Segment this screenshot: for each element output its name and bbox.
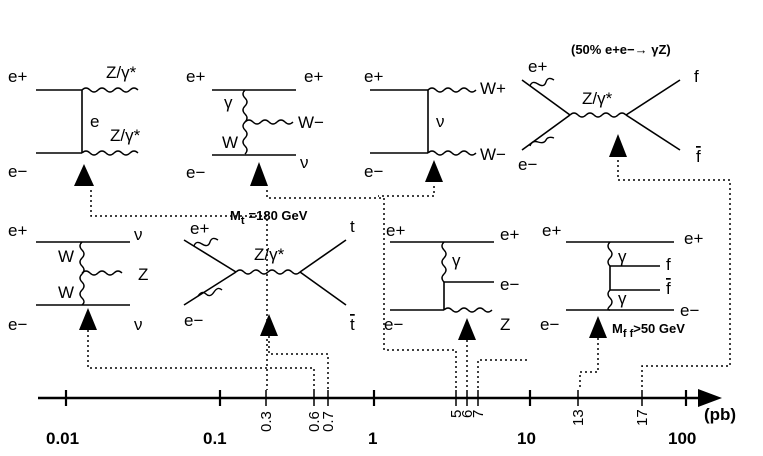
- label-e-minus-out: e−: [680, 301, 699, 320]
- arrow-up: [250, 162, 268, 186]
- arrow-up: [425, 160, 443, 182]
- label-e-plus: e+: [528, 57, 547, 76]
- value-tick-label: 13: [570, 409, 587, 426]
- label-neutrino: ν: [134, 315, 143, 334]
- label-propagator: ν: [436, 112, 445, 131]
- label-z-gamma: Z/γ*: [106, 63, 137, 82]
- label-e-plus: e+: [386, 221, 405, 240]
- arrow-up: [74, 164, 94, 186]
- connector-schan: [617, 160, 731, 390]
- label-e-minus: e−: [540, 315, 559, 334]
- note-radiative-return: (50% e+e−→ γZ): [571, 42, 671, 57]
- label-neutrino: ν: [134, 225, 143, 244]
- label-photon: γ: [224, 93, 233, 112]
- label-antifermion: f: [696, 147, 701, 166]
- arrow-up: [589, 316, 607, 338]
- diagram-two-photon: e+ e− γ γ e+ f f e− Mf f>50 GeV: [540, 221, 703, 340]
- decade-label: 10: [517, 429, 536, 448]
- diagram-ee-zz: e+ e− e Z/γ* Z/γ*: [8, 63, 141, 181]
- connector-lines: [87, 160, 731, 390]
- label-fermion: f: [694, 67, 699, 86]
- label-antitop: t: [350, 315, 355, 334]
- label-e-minus: e−: [184, 311, 203, 330]
- arrow-up: [260, 314, 278, 336]
- connector-twophoton: [579, 338, 599, 390]
- label-w: W: [58, 247, 74, 266]
- label-w-minus: W−: [480, 145, 506, 164]
- diagram-ee-ttbar: Mt=180 GeV e+ e− Z/γ* t t: [183, 208, 355, 334]
- diagram-ee-wenu: e+ e− γ W e+ W− ν: [186, 67, 324, 182]
- label-e-plus-out: e+: [500, 225, 519, 244]
- label-w: W: [222, 133, 238, 152]
- label-z: Z: [500, 315, 510, 334]
- connector-wwfusion: [87, 330, 315, 390]
- cross-section-axis: 0.01 0.1 1 10 100 (pb) 0.3 0.6 0.7 5 6 7…: [38, 389, 736, 448]
- connector-ww-stub: [378, 186, 435, 197]
- label-e-plus: e+: [190, 219, 209, 238]
- label-w-plus: W+: [480, 79, 506, 98]
- diagram-ee-ww: e+ e− ν W+ W−: [364, 67, 506, 181]
- connector-ttbar: [268, 336, 329, 390]
- label-w: W: [58, 283, 74, 302]
- label-e-minus: e−: [8, 162, 27, 181]
- label-photon: γ: [618, 289, 627, 308]
- label-e-plus-out: e+: [304, 67, 323, 86]
- label-neutrino: ν: [300, 153, 309, 172]
- value-tick-label: 5: [448, 410, 465, 418]
- label-e-minus: e−: [518, 155, 537, 174]
- value-tick-label: 0.7: [320, 411, 337, 432]
- label-photon: γ: [452, 251, 461, 270]
- label-w-minus: W−: [298, 113, 324, 132]
- label-z: Z: [138, 265, 148, 284]
- decade-label: 0.01: [46, 429, 79, 448]
- decade-label: 1: [368, 429, 377, 448]
- diagram-ee-ffbar: (50% e+e−→ γZ) e+ e− Z/γ* f f: [518, 42, 701, 174]
- connector-wwnu: [266, 190, 457, 390]
- top-mass-label: Mt=180 GeV: [230, 208, 308, 227]
- label-top: t: [350, 217, 355, 236]
- label-e-plus: e+: [364, 67, 383, 86]
- label-antifermion: f: [666, 279, 671, 298]
- decade-label: 100: [668, 429, 696, 448]
- connector-ww: [477, 359, 527, 390]
- value-tick-label: 0.6: [306, 411, 323, 432]
- value-tick-label: 7: [470, 410, 487, 418]
- decade-label: 0.1: [203, 429, 227, 448]
- value-tick-label: 6: [459, 410, 476, 418]
- value-tick-label: 17: [634, 409, 651, 426]
- label-e-plus-out: e+: [684, 229, 703, 248]
- label-propagator: e: [90, 112, 99, 131]
- axis-arrowhead: [698, 389, 722, 407]
- label-e-minus: e−: [8, 315, 27, 334]
- label-z-gamma: Z/γ*: [110, 126, 141, 145]
- label-e-plus: e+: [186, 67, 205, 86]
- label-photon: γ: [618, 247, 627, 266]
- diagram-ww-fusion: e+ e− W W Z ν ν: [8, 221, 148, 334]
- label-z-gamma: Z/γ*: [254, 245, 285, 264]
- arrow-up: [458, 318, 476, 340]
- mass-cut-label: Mf f>50 GeV: [612, 321, 685, 340]
- label-fermion: f: [666, 255, 671, 274]
- label-e-minus: e−: [186, 163, 205, 182]
- label-e-plus: e+: [542, 221, 561, 240]
- value-tick-label: 0.3: [258, 411, 275, 432]
- axis-unit-label: (pb): [704, 405, 736, 424]
- arrow-up: [79, 308, 97, 330]
- label-e-minus-out: e−: [500, 275, 519, 294]
- arrow-up: [609, 134, 627, 157]
- label-e-minus: e−: [364, 162, 383, 181]
- diagram-zee: e+ e− γ e+ e− Z: [384, 221, 519, 334]
- label-e-plus: e+: [8, 221, 27, 240]
- label-e-minus: e−: [384, 315, 403, 334]
- label-z-gamma: Z/γ*: [582, 89, 613, 108]
- label-e-plus: e+: [8, 67, 27, 86]
